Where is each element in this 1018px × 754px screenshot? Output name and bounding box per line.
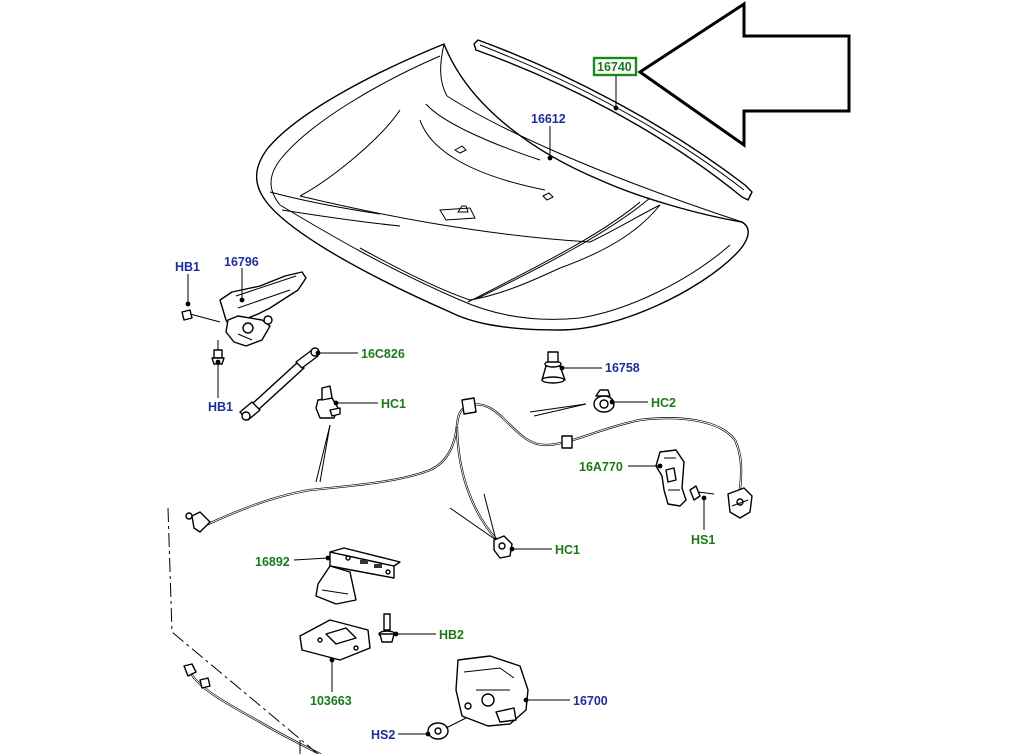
label-hinge[interactable]: 16796 [224, 255, 259, 269]
label-hood-latch[interactable]: 16700 [573, 694, 608, 708]
label-striker[interactable]: 16892 [255, 555, 290, 569]
highlight-box [592, 56, 638, 77]
release-handle[interactable] [655, 449, 687, 507]
label-cable-clip-upper[interactable]: HC1 [381, 397, 406, 411]
weatherstrip[interactable] [473, 39, 753, 201]
cable-clip-lower[interactable] [493, 535, 513, 559]
hood-panel[interactable] [256, 43, 749, 331]
cable-clip-upper[interactable] [315, 385, 341, 419]
striker-plate[interactable] [299, 619, 371, 661]
assembly-boundary [167, 507, 319, 754]
label-weatherstrip[interactable]: 16740 [597, 60, 632, 74]
striker-bolt[interactable] [378, 613, 396, 643]
hinge[interactable] [219, 271, 307, 347]
label-cable-clip-right[interactable]: HC2 [651, 396, 676, 410]
label-striker-bolt[interactable]: HB2 [439, 628, 464, 642]
cable-clip-right[interactable] [593, 389, 615, 413]
handle-screw[interactable] [689, 485, 715, 501]
hinge-bolt-bottom[interactable] [211, 340, 225, 365]
gas-strut[interactable] [239, 347, 320, 421]
label-latch-screw[interactable]: HS2 [371, 728, 395, 742]
latch-screw[interactable] [427, 717, 467, 740]
label-release-handle[interactable]: 16A770 [579, 460, 623, 474]
striker[interactable] [315, 547, 401, 605]
label-striker-plate[interactable]: 103663 [310, 694, 352, 708]
label-hinge-bolt-top[interactable]: HB1 [175, 260, 200, 274]
arrow-left-icon [637, 1, 851, 148]
label-gas-strut[interactable]: 16C826 [361, 347, 405, 361]
label-handle-screw[interactable]: HS1 [691, 533, 715, 547]
label-bump-stop[interactable]: 16758 [605, 361, 640, 375]
release-cable[interactable] [185, 397, 743, 542]
hinge-bolt-top[interactable] [181, 309, 221, 323]
secondary-cable[interactable] [183, 663, 322, 754]
label-hood-panel[interactable]: 16612 [531, 112, 566, 126]
label-cable-clip-lower[interactable]: HC1 [555, 543, 580, 557]
hood-latch[interactable] [455, 655, 529, 727]
cable-end-bracket[interactable] [727, 487, 753, 519]
bump-stop[interactable] [541, 351, 566, 384]
label-hinge-bolt-bottom[interactable]: HB1 [208, 400, 233, 414]
leader-lines [185, 75, 707, 754]
